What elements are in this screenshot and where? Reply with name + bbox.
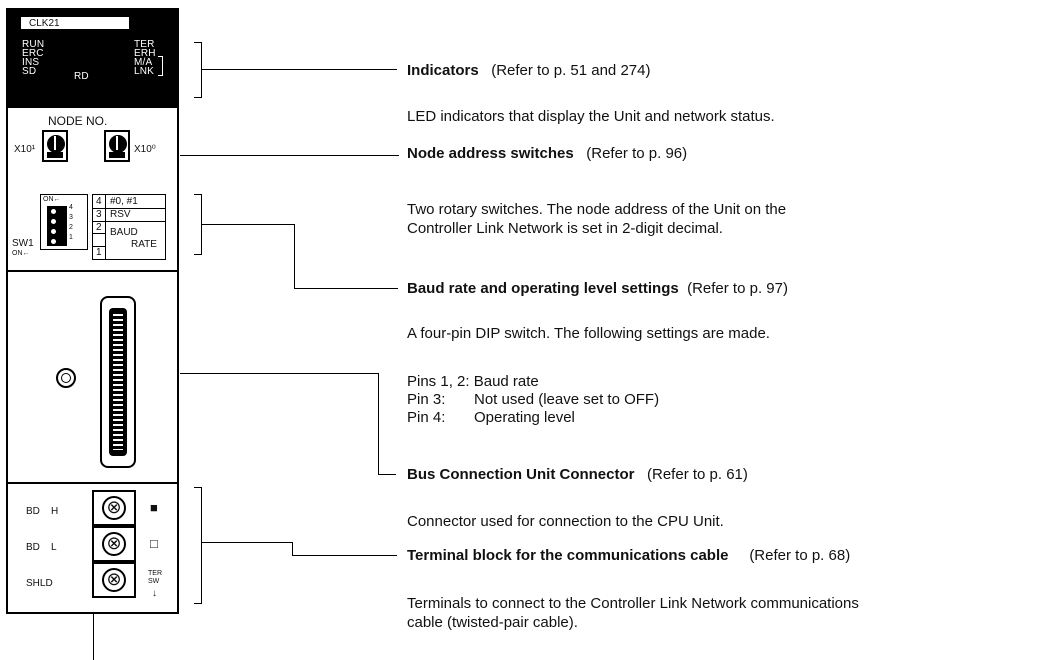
node-no-label: NODE NO. [48, 114, 108, 128]
callout-baud-rate-desc: A four-pin DIP switch. The following set… [407, 325, 770, 342]
terminal-bd-l[interactable]: ⊗ [92, 526, 136, 562]
dip-on-label: ON← [43, 196, 61, 203]
dip-pin-number-3: 3 [69, 214, 73, 221]
dip-pin-number-1: 1 [69, 234, 73, 241]
callout-indicators-title: Indicators (Refer to p. 51 and 274) [407, 62, 651, 79]
terminal-shld[interactable]: ⊗ [92, 562, 136, 598]
callout-bus-connector-desc: Connector used for connection to the CPU… [407, 513, 724, 530]
dip-table-pin-4: 4 [96, 196, 102, 207]
led-erc: ERC [22, 48, 44, 59]
callout-terminal-block-ref: (Refer to p. 68) [749, 547, 851, 564]
dip-pin-1[interactable] [51, 239, 56, 244]
leader-baud-rate [294, 288, 398, 289]
dip-table: 4 #0, #1 3 RSV 2 BAUD 1 RATE [92, 194, 166, 260]
dip-pin-2[interactable] [51, 229, 56, 234]
terminal-indicator-empty: □ [150, 536, 158, 551]
section-divider [8, 270, 177, 272]
callout-baud-rate-title: Baud rate and operating level settings (… [407, 280, 788, 297]
sw1-label: SW1 [12, 238, 34, 249]
terminal-screw-icon: ⊗ [102, 532, 126, 556]
dip-table-desc-2: BAUD [110, 227, 138, 238]
leader-terminal-block [292, 555, 397, 556]
led-ter: TER [134, 39, 155, 50]
led-lnk: LNK [134, 66, 155, 77]
leader-node-address [180, 155, 399, 156]
callout-node-address-desc-1: Two rotary switches. The node address of… [407, 201, 787, 218]
terminal-screw-icon: ⊗ [102, 496, 126, 520]
leader-indicators [201, 69, 397, 70]
pin-setting-row: Pin 3:Not used (leave set to OFF) [407, 391, 660, 408]
callout-terminal-block-desc-2: cable (twisted-pair cable). [407, 614, 578, 631]
leader-bus-connector [378, 474, 396, 475]
callout-indicators-ref: (Refer to p. 51 and 274) [491, 62, 651, 79]
terminal-indicator-filled: ■ [150, 500, 158, 515]
ter-sw-label: TER SW [148, 570, 162, 585]
bus-connector[interactable] [100, 296, 136, 468]
callout-bus-connector-ref: (Refer to p. 61) [647, 466, 748, 483]
led-ins: INS [22, 57, 40, 68]
terminal-bd-h[interactable]: ⊗ [92, 490, 136, 526]
callout-bus-connector-title: Bus Connection Unit Connector (Refer to … [407, 466, 748, 483]
dip-switch[interactable]: ON← 1 2 3 4 [40, 194, 88, 250]
pin-setting-row: Pin 4:Operating level [407, 409, 575, 426]
dip-table-desc-3: RSV [110, 209, 131, 220]
terminal-screw-icon: ⊗ [102, 568, 126, 592]
pin-setting-row: Pins 1, 2: Baud rate [407, 373, 539, 390]
rotary-switch-tens[interactable] [42, 130, 68, 162]
dip-table-pin-3: 3 [96, 209, 102, 220]
dip-table-pin-2: 2 [96, 222, 102, 233]
callout-baud-rate-ref: (Refer to p. 97) [687, 280, 788, 297]
led-sd: SD [22, 66, 37, 77]
dip-pin-4[interactable] [51, 209, 56, 214]
led-rd: RD [74, 71, 89, 82]
dip-table-desc-4: #0, #1 [110, 196, 138, 207]
sw1-on-label: ON← [12, 250, 30, 257]
rotary-switch-ones[interactable] [104, 130, 130, 162]
dip-body [47, 206, 67, 246]
model-label: CLK21 [20, 16, 130, 30]
x10-0-label: X10⁰ [134, 144, 156, 155]
terminal-label-bd-l: BD L [26, 542, 57, 553]
dip-pin-number-2: 2 [69, 224, 73, 231]
mounting-screw-icon [56, 368, 76, 388]
callout-node-address-desc-2: Controller Link Network is set in 2-digi… [407, 220, 723, 237]
bottom-stem [93, 614, 94, 660]
led-erh: ERH [134, 48, 156, 59]
dip-table-desc-1: RATE [131, 239, 157, 250]
callout-node-address-ref: (Refer to p. 96) [586, 145, 688, 162]
terminal-label-bd-h: BD H [26, 506, 59, 517]
dip-pin-3[interactable] [51, 219, 56, 224]
x10-1-label: X10¹ [14, 144, 36, 155]
dip-table-pin-1: 1 [96, 247, 102, 258]
led-run: RUN [22, 39, 45, 50]
callout-indicators-desc: LED indicators that display the Unit and… [407, 108, 775, 125]
unit-front-panel: CLK21 RUN ERC INS SD RD TER ERH M/A LNK … [6, 8, 179, 614]
callout-terminal-block-title: Terminal block for the communications ca… [407, 547, 851, 564]
led-ma: M/A [134, 57, 153, 68]
callout-terminal-block-desc-1: Terminals to connect to the Controller L… [407, 595, 859, 612]
callout-node-address-title: Node address switches (Refer to p. 96) [407, 145, 688, 162]
ter-sw-arrow-icon: ↓ [152, 588, 157, 599]
ma-lnk-bracket [158, 56, 163, 76]
terminal-label-shld: SHLD [26, 578, 53, 589]
indicator-panel: CLK21 RUN ERC INS SD RD TER ERH M/A LNK [8, 10, 177, 108]
dip-pin-number-4: 4 [69, 204, 73, 211]
section-divider-2 [8, 482, 177, 484]
